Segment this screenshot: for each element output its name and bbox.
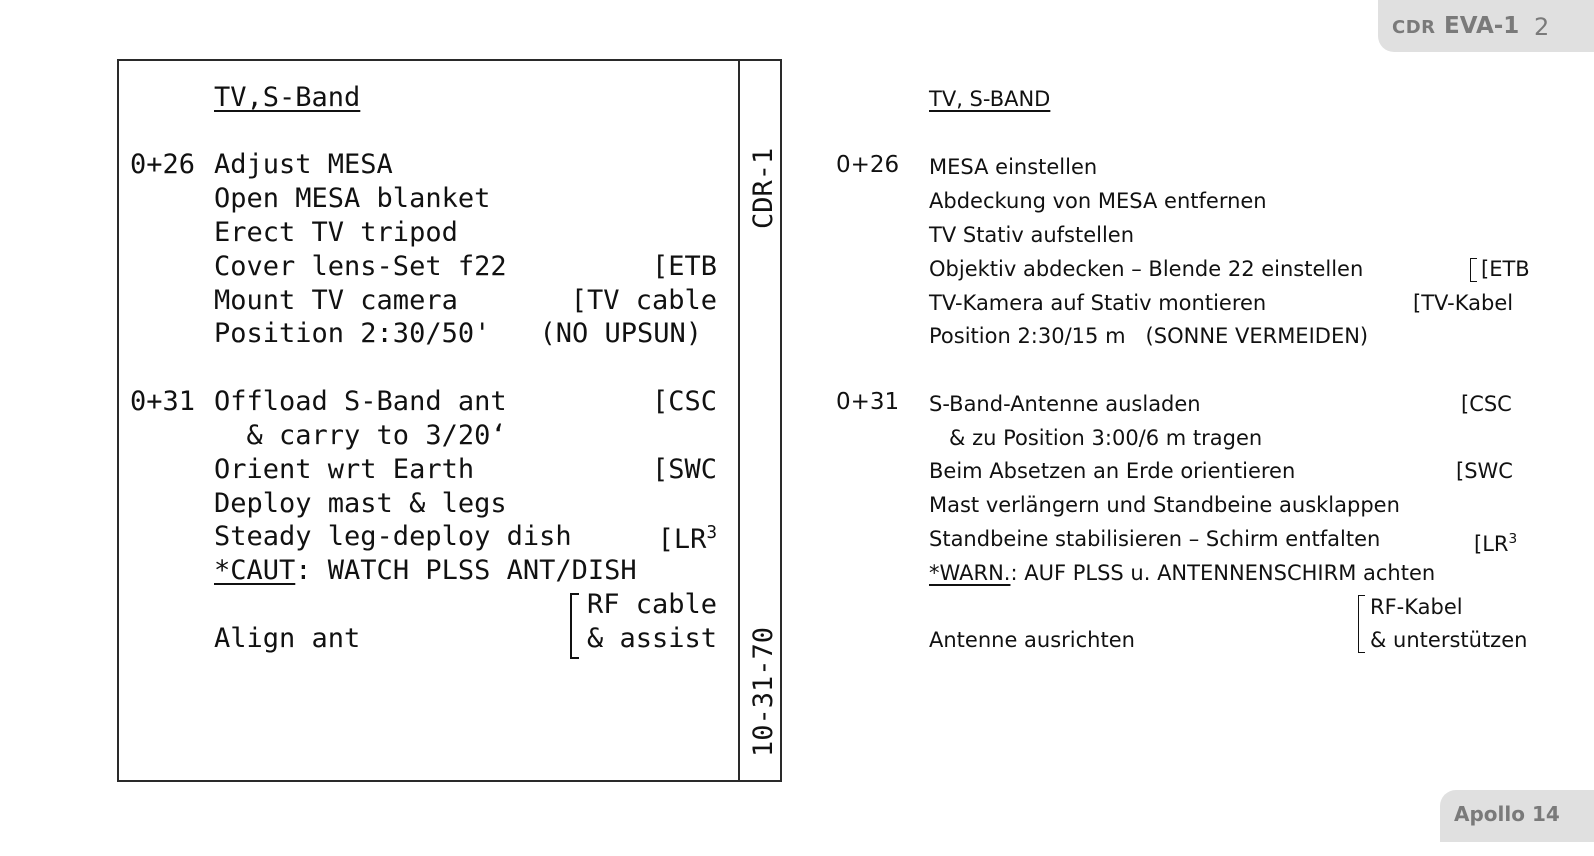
german-step: TV Stativ aufstellen	[929, 223, 1135, 247]
cuff-note-text: [LR	[657, 524, 707, 555]
cuff-step: Open MESA blanket	[214, 183, 491, 214]
german-title: TV, S-BAND	[929, 87, 1051, 111]
cuff-note: [CSC	[651, 386, 717, 417]
german-note-sup: 3	[1508, 531, 1518, 547]
german-warning: *WARN.: AUF PLSS u. ANTENNENSCHIRM achte…	[929, 559, 1435, 587]
cuff-note: [LR3	[658, 517, 717, 555]
german-step: Objektiv abdecken – Blende 22 einstellen	[929, 257, 1364, 281]
bracket-mark	[570, 593, 579, 659]
cuff-step: & carry to 3/20‘	[214, 420, 507, 451]
german-step: Position 2:30/15 m (SONNE VERMEIDEN)	[929, 324, 1369, 348]
caution-text: : WATCH PLSS ANT/DISH	[295, 555, 637, 586]
mission-label: Apollo 14	[1454, 802, 1560, 826]
side-label-date: 10-31-70	[748, 626, 779, 757]
german-note: RF-Kabel	[1370, 595, 1463, 619]
page-header-tab: CDR EVA-1 2	[1378, 0, 1594, 52]
section-label: EVA-1	[1444, 13, 1520, 39]
cuff-step: Position 2:30/50'	[214, 318, 491, 349]
cuff-step: Deploy mast & legs	[214, 488, 507, 519]
cuff-step: Adjust MESA	[214, 149, 393, 180]
caution-label: *CAUT	[214, 555, 296, 586]
german-note: [LR3	[1474, 525, 1517, 558]
cuff-caution: *CAUT: WATCH PLSS ANT/DISH	[214, 555, 637, 589]
page-footer-tab: Apollo 14	[1440, 790, 1594, 842]
cuff-step: Steady leg-deploy dish	[214, 521, 572, 552]
cuff-checklist-card: TV,S-Band 0+26 Adjust MESA Open MESA bla…	[117, 59, 782, 782]
german-time-0-26: 0+26	[836, 152, 900, 178]
german-step: Beim Absetzen an Erde orientieren	[929, 459, 1296, 483]
german-step: Mast verlängern und Standbeine ausklappe…	[929, 493, 1400, 517]
page-number: 2	[1534, 13, 1550, 41]
german-step: Standbeine stabilisieren – Schirm entfal…	[929, 527, 1381, 551]
cuff-step: Offload S-Band ant	[214, 386, 507, 417]
german-step: & zu Position 3:00/6 m tragen	[929, 426, 1263, 450]
cuff-note: [ETB	[651, 251, 717, 282]
cuff-note: [TV cable	[570, 285, 717, 316]
cuff-step: Cover lens-Set f22	[214, 251, 507, 282]
german-step: Antenne ausrichten	[929, 628, 1135, 652]
warning-text: : AUF PLSS u. ANTENNENSCHIRM achten	[1010, 561, 1436, 585]
german-note: [TV-Kabel	[1413, 291, 1514, 315]
german-note: [CSC	[1461, 392, 1512, 416]
german-step: MESA einstellen	[929, 155, 1098, 179]
german-step: Abdeckung von MESA entfernen	[929, 189, 1267, 213]
german-time-0-31: 0+31	[836, 389, 900, 415]
cuff-time-0-26: 0+26	[130, 149, 196, 180]
cuff-note-sup: 3	[706, 523, 717, 543]
bracket-mark	[1358, 595, 1365, 653]
crew-role-label: CDR	[1392, 17, 1436, 38]
warning-label: *WARN.	[929, 561, 1011, 585]
german-note-text: [LR	[1474, 532, 1509, 556]
german-step: TV-Kamera auf Stativ montieren	[929, 291, 1267, 315]
cuff-step: Align ant	[214, 623, 361, 654]
cuff-note: RF cable	[586, 589, 717, 620]
cuff-title: TV,S-Band	[214, 82, 361, 113]
side-label-crew: CDR-1	[748, 147, 779, 229]
cuff-note: & assist	[586, 623, 717, 654]
cuff-note: [SWC	[651, 454, 717, 485]
bracket-mark	[1470, 258, 1477, 282]
cuff-step: Mount TV camera	[214, 285, 458, 316]
cuff-note: (NO UPSUN)	[539, 318, 702, 349]
cuff-step: Orient wrt Earth	[214, 454, 475, 485]
german-step: S-Band-Antenne ausladen	[929, 392, 1201, 416]
german-note: [ETB	[1481, 257, 1530, 281]
cuff-step: Erect TV tripod	[214, 217, 458, 248]
german-note: [SWC	[1456, 459, 1513, 483]
german-note: & unterstützen	[1370, 628, 1528, 652]
cuff-time-0-31: 0+31	[130, 386, 196, 417]
side-column-divider	[738, 61, 740, 780]
